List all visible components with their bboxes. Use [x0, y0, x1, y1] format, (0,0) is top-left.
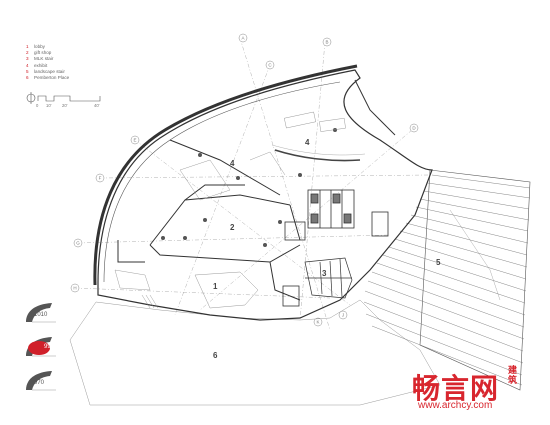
landscape-stair: [363, 169, 531, 391]
legend-item: 6 Pemberton Place: [26, 75, 69, 81]
room-label-mlk-stair: 3: [322, 269, 327, 278]
grid-bubble: [322, 37, 332, 47]
key-plan-icon: [26, 371, 56, 391]
room-labels: 1 2 3 4 4 5 6: [213, 138, 441, 360]
grid-label: D: [412, 126, 416, 131]
legend-number: 3: [26, 56, 29, 62]
plaza-outline: [69, 299, 441, 406]
column: [183, 236, 187, 240]
legend-number: 6: [26, 75, 29, 81]
legend-number: 2: [26, 50, 29, 56]
grid-bubble: [70, 283, 80, 293]
grid-label: C: [268, 63, 272, 68]
legend-label: Pemberton Place: [34, 75, 70, 81]
column: [278, 220, 282, 224]
grid-bubble: [265, 60, 275, 70]
grid-bubble-labels: A B C D E F G H J K: [73, 36, 416, 325]
key-plan-990[interactable]: 990: [22, 334, 62, 365]
exhibit-arc: [274, 149, 361, 162]
grid-lines: [74, 37, 431, 331]
column: [263, 243, 267, 247]
legend-number: 5: [26, 68, 29, 74]
key-plan-label: 970: [34, 380, 45, 386]
grid-label: J: [342, 313, 344, 318]
room-label-exhibit: 4: [305, 138, 310, 147]
columns: [161, 128, 337, 247]
column: [203, 218, 207, 222]
exhibit-arc-shadow: [271, 144, 366, 156]
key-plan-icon: [26, 337, 56, 357]
room-label-landscape-stair: 5: [436, 258, 441, 267]
key-plan-970[interactable]: 970: [22, 368, 62, 399]
column: [161, 236, 165, 240]
legend-label: landscape stair: [34, 68, 65, 74]
key-plan-icon: [26, 303, 56, 323]
curved-facade: [93, 64, 358, 286]
exhibit-furniture: [114, 111, 346, 309]
mlk-stair: [304, 257, 353, 299]
grid-label: E: [133, 138, 136, 143]
legend-item: 4 exhibit: [26, 63, 69, 69]
grid-bubble: [73, 238, 83, 248]
scale-label: 40': [94, 103, 100, 108]
interior-walls: [117, 79, 396, 301]
building-outer-wall: [97, 69, 433, 321]
room-label-pemberton-place: 6: [213, 351, 218, 360]
legend-item: 1 lobby: [26, 44, 69, 50]
grid-bubble: [238, 33, 248, 43]
building-core: [282, 189, 389, 307]
watermark-side-text: 建筑: [507, 366, 517, 386]
grid-label: H: [73, 286, 76, 291]
room-label-exhibit: 4: [230, 159, 235, 168]
grid-label: A: [241, 36, 244, 41]
legend-number: 4: [26, 62, 29, 68]
key-plan-1010[interactable]: 1010: [22, 300, 62, 331]
grid-bubble: [130, 135, 140, 145]
key-plan-label: 1010: [34, 312, 48, 318]
legend-label: gift shop: [34, 50, 52, 56]
legend-item: 3 MLK stair: [26, 56, 69, 62]
watermark-logo-text: 畅言网: [412, 372, 500, 405]
column: [198, 153, 202, 157]
grid-bubble: [338, 310, 348, 320]
watermark-url: www.archcy.com: [418, 400, 493, 411]
grid-bubble: [313, 317, 323, 327]
room-label-gift-shop: 2: [230, 223, 235, 232]
grid-bubble: [409, 123, 419, 133]
legend-item: 2 gift shop: [26, 50, 69, 56]
legend-label: lobby: [34, 44, 45, 49]
room-label-lobby: 1: [213, 282, 218, 291]
scale-label: 0: [36, 103, 39, 108]
column: [333, 128, 337, 132]
scale-label: 10': [46, 103, 52, 108]
legend-label: MLK stair: [34, 56, 54, 62]
legend-label: exhibit: [34, 62, 48, 68]
scale-bar: [26, 92, 101, 104]
column: [298, 173, 302, 177]
grid-label: B: [325, 40, 328, 45]
grid-label: F: [99, 176, 102, 181]
curved-facade-inner: [103, 81, 341, 283]
column: [236, 176, 240, 180]
key-plan-label: 990: [44, 344, 55, 350]
legend-item: 5 landscape stair: [26, 69, 69, 75]
grid-label: K: [316, 320, 319, 325]
legend-number: 1: [26, 44, 29, 49]
lobby-desk: [194, 271, 259, 309]
grid-label: G: [76, 241, 80, 246]
grid-bubble: [95, 173, 105, 183]
grid-bubbles: [70, 33, 419, 327]
scale-label: 20': [62, 103, 68, 108]
